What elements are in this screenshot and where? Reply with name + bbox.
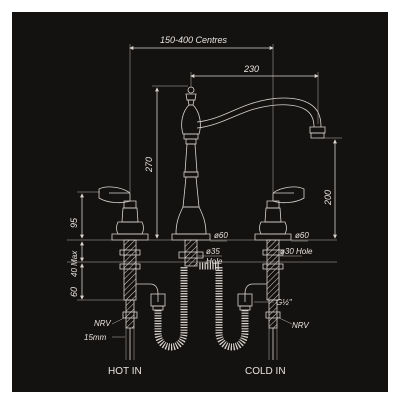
technical-drawing-panel: 150-400 Centres 230 270 200 95 40 Max 60… xyxy=(12,12,388,392)
dim-max-thickness: 40 Max xyxy=(70,250,79,277)
dim-centres: 150-400 Centres xyxy=(160,35,228,45)
label-nrv-left: NRV xyxy=(94,319,111,328)
cold-in-label: COLD IN xyxy=(245,366,286,377)
dimension-labels: 150-400 Centres 230 270 200 95 40 Max 60… xyxy=(69,35,333,342)
dim-outlet-height: 200 xyxy=(323,190,333,206)
dim-handle-height: 95 xyxy=(69,217,79,228)
label-nrv-right: NRV xyxy=(292,321,309,330)
dimension-lines xyxy=(77,44,342,338)
dim-spout-height: 270 xyxy=(144,157,154,173)
dim-main-hole-dia: ø35 xyxy=(206,247,220,256)
hot-in-label: HOT IN xyxy=(108,366,142,377)
hot-valve-assembly xyxy=(98,186,149,241)
tap-elevation-drawing: 150-400 Centres 230 270 200 95 40 Max 60… xyxy=(67,35,342,377)
dim-base-dia-main: ø60 xyxy=(214,231,228,240)
dim-spout-reach: 230 xyxy=(243,64,259,74)
dim-base-dia-side: ø60 xyxy=(295,231,309,240)
under-deck-tails xyxy=(119,239,284,360)
dim-main-hole-word: Hole xyxy=(206,257,223,266)
dim-side-hole: ø30 Hole xyxy=(280,247,313,256)
dim-tail-length: 60 xyxy=(69,287,79,297)
spout-body xyxy=(171,86,326,241)
dim-pipe-size: 15mm xyxy=(84,333,107,342)
dim-thread: G½" xyxy=(276,298,293,307)
